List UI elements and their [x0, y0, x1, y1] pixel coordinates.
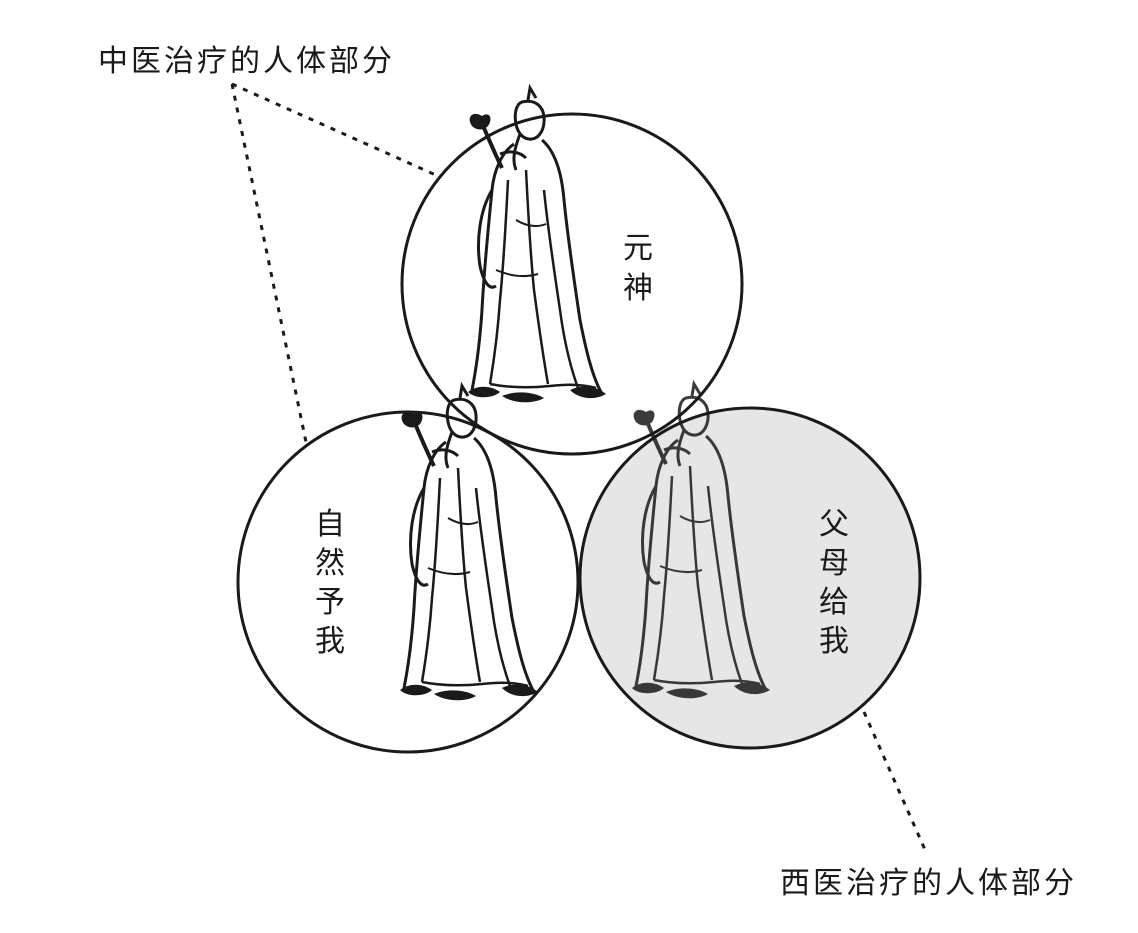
circle-right-char-1: 父: [819, 507, 849, 542]
connector-tcm-to-top: [231, 82, 439, 178]
circle-left-char-1: 自: [315, 507, 345, 542]
circle-right-char-2: 母: [819, 546, 849, 581]
circle-top: 元 神: [400, 86, 744, 456]
circle-right: 父 母 给 我: [578, 382, 922, 750]
circle-left: 自 然 予 我: [236, 384, 580, 754]
label-western-body-part: 西医治疗的人体部分: [780, 866, 1077, 901]
circle-top-char-1: 元: [623, 231, 653, 266]
circle-top-char-2: 神: [623, 271, 653, 306]
connector-tcm-to-left: [230, 83, 308, 443]
connector-western-to-right: [862, 711, 928, 853]
circle-left-char-2: 然: [315, 546, 345, 581]
circle-right-char-4: 我: [819, 624, 849, 659]
circle-right-char-3: 给: [819, 585, 849, 620]
circle-left-char-4: 我: [315, 624, 345, 659]
label-tcm-body-part: 中医治疗的人体部分: [98, 44, 395, 79]
circle-left-char-3: 予: [315, 585, 345, 620]
